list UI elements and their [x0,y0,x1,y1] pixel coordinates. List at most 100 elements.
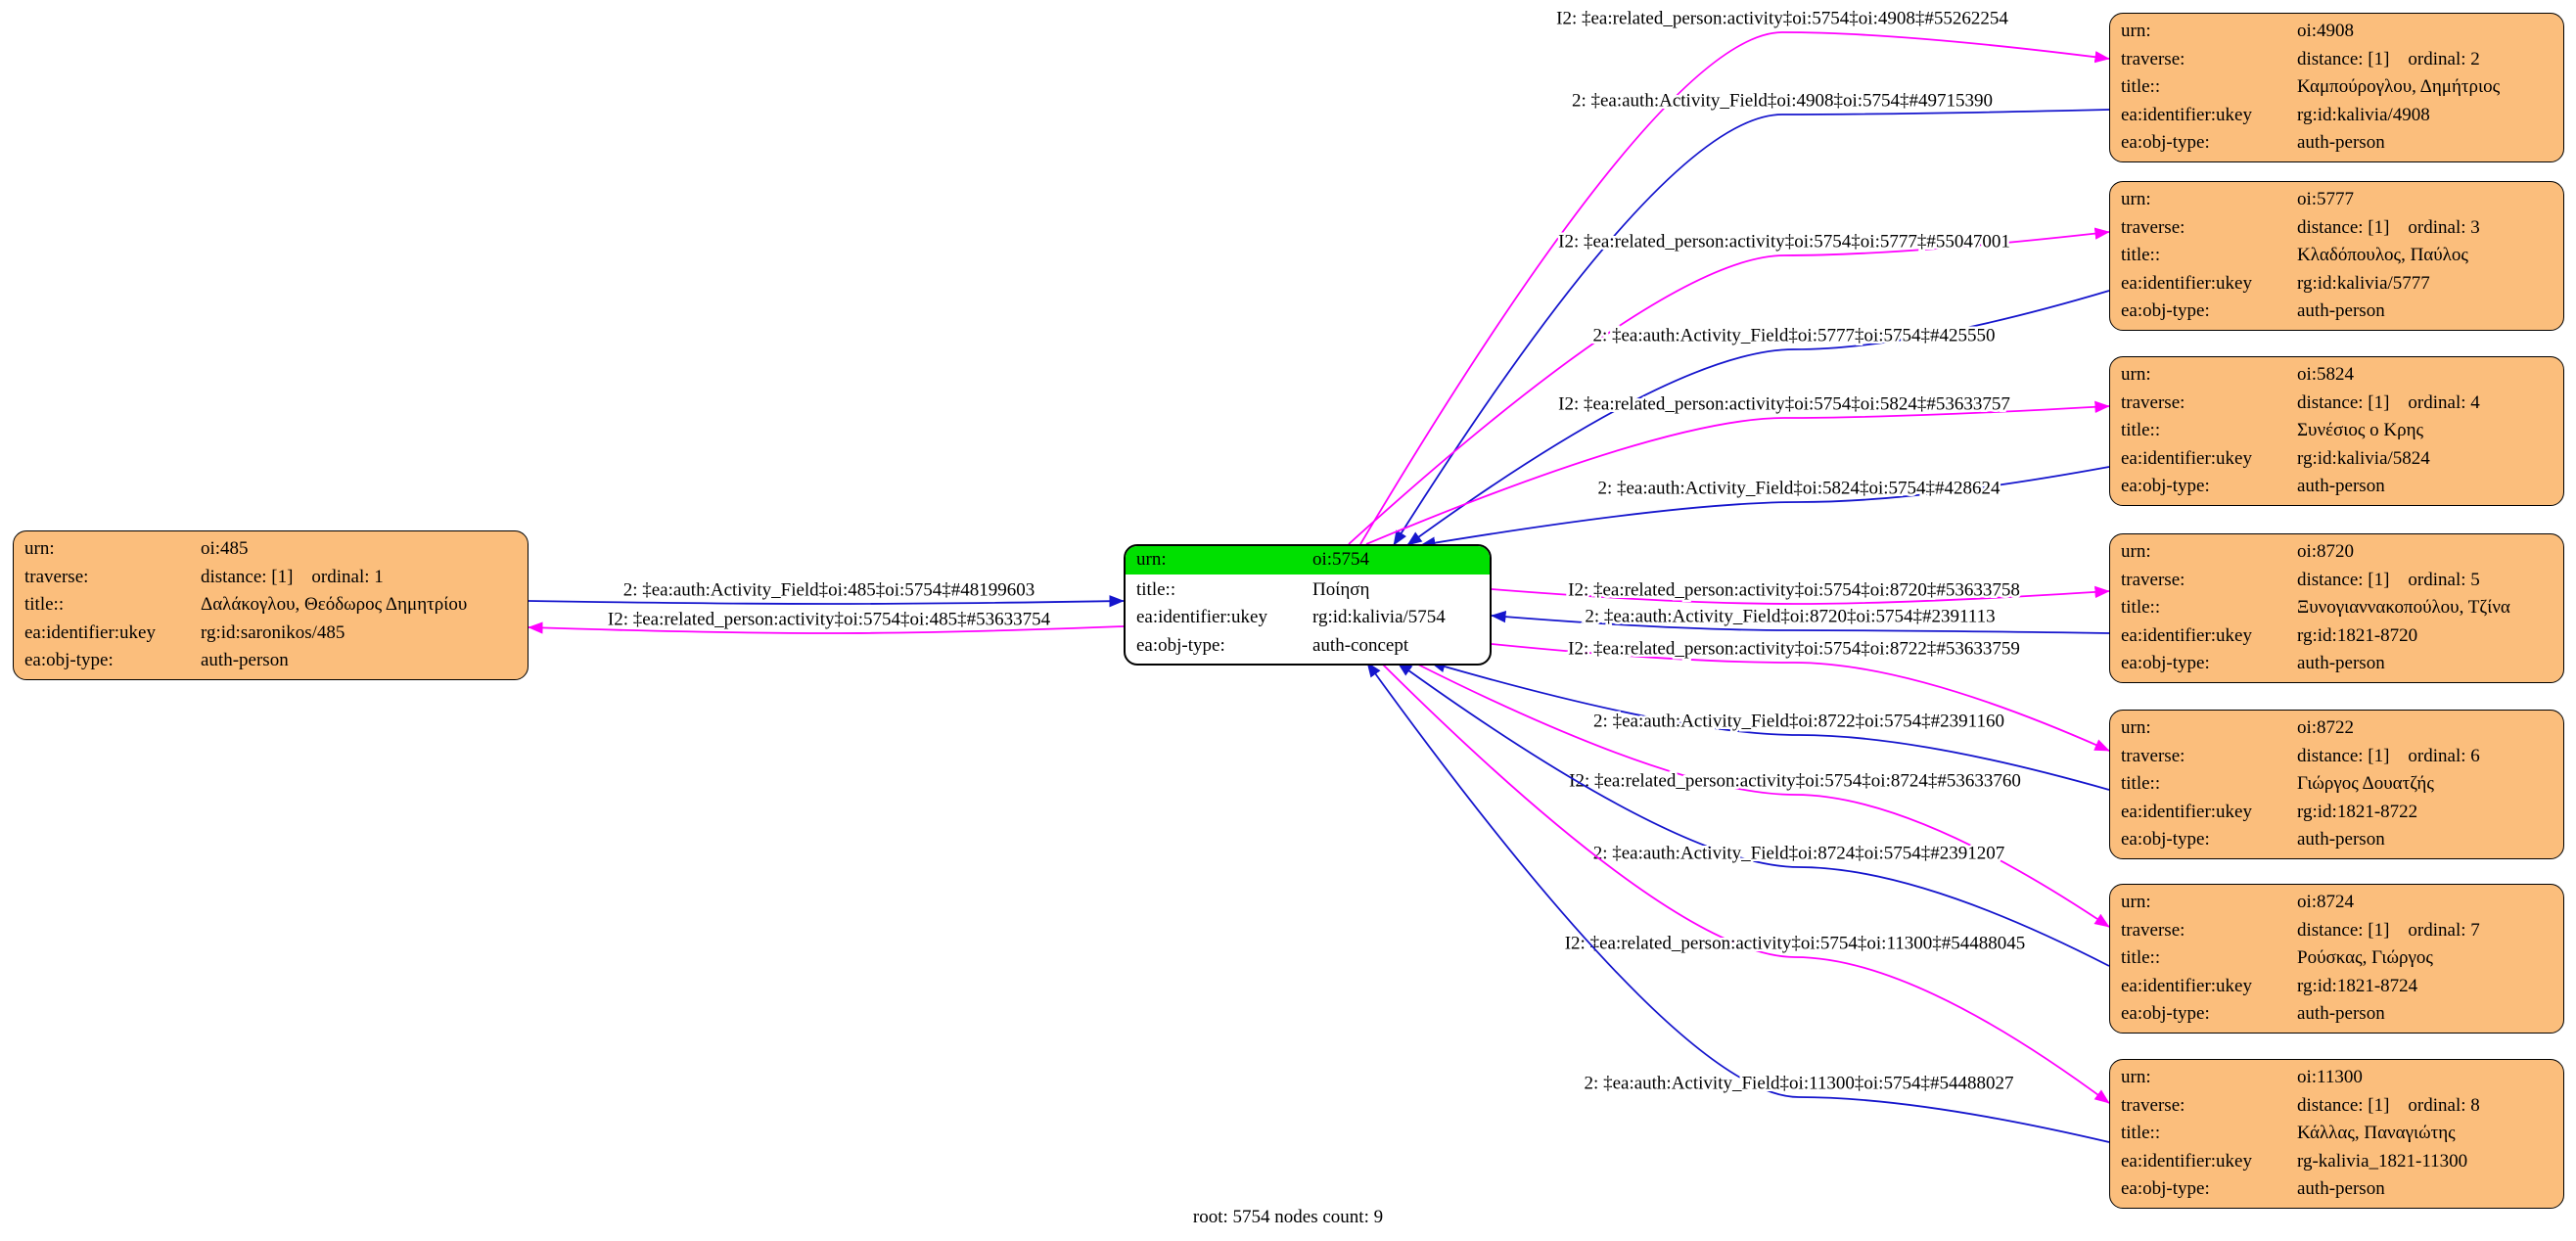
node-field-value: distance: [1] ordinal: 1 [201,566,384,587]
edge-label-act-485-5754: 2: ‡ea:auth:Activity_Field‡oi:485‡oi:575… [623,579,1035,600]
node-row: title::Ρούσκας, Γιώργος [2110,944,2563,973]
node-field-value: distance: [1] ordinal: 7 [2297,919,2480,941]
node-field-key: urn: [2121,1067,2151,1087]
edge-label-act-5824-5754: 2: ‡ea:auth:Activity_Field‡oi:5824‡oi:57… [1597,478,2001,498]
edge-label-rel-5754-8722: I2: ‡ea:related_person:activity‡oi:5754‡… [1568,638,2020,659]
edge-act-485-5754 [528,595,1125,608]
node-field-key: urn: [2121,892,2151,912]
graph-node-oi-8724[interactable]: urn: oi:8724 traverse: distance: [1] ordina… [2109,884,2564,1034]
node-field-key: traverse: [2121,216,2185,238]
node-row: urn:oi:11300 [2110,1064,2563,1092]
node-field-value: oi:5777 [2297,189,2355,209]
node-field-value: rg:id:kalivia/5754 [1312,607,1446,628]
node-field-value: Κλαδόπουλος, Παύλος [2297,245,2468,266]
node-field-key: urn: [2121,21,2151,41]
node-row: traverse: distance: [1] ordinal: 4 [2110,390,2563,418]
node-row: ea:obj-type:auth-person [14,647,528,675]
node-field-value: Γιώργος Δουατζής [2297,773,2434,795]
node-field-key: title:: [1136,578,1176,600]
node-row: urn:oi:5824 [2110,361,2563,390]
node-field-key: ea:obj-type: [2121,132,2210,154]
node-field-key: ea:obj-type: [2121,1003,2210,1025]
node-field-value: distance: [1] ordinal: 4 [2297,391,2480,413]
node-field-key: ea:obj-type: [2121,1178,2210,1200]
node-row: title::Κάλλας, Παναγιώτης [2110,1120,2563,1148]
node-field-key: ea:obj-type: [1136,634,1225,656]
edge-act-8720-5754 [1491,611,2110,634]
node-field-value: Δαλάκογλου, Θεόδωρος Δημητρίου [201,594,468,616]
node-field-value: distance: [1] ordinal: 2 [2297,48,2480,69]
node-field-key: title:: [2121,420,2161,441]
node-field-key: urn: [24,538,55,559]
node-field-key: ea:identifier:ukey [2121,801,2252,822]
node-field-key: traverse: [2121,919,2185,941]
node-field-value: oi:5754 [1312,549,1370,570]
node-field-value: Ρούσκας, Γιώργος [2297,947,2433,969]
node-row: urn: oi:5777 [2110,186,2563,214]
node-row: urn:oi:485 [14,535,528,564]
node-field-key: ea:identifier:ukey [24,621,156,643]
node-field-key: urn: [2121,541,2151,562]
node-row: traverse: distance: [1] ordinal: 7 [2110,917,2563,945]
node-field-key: traverse: [2121,391,2185,413]
node-field-value: Συνέσιος ο Κρης [2297,420,2424,441]
node-row: ea:obj-type:auth-person [2110,473,2563,501]
node-field-value: auth-person [2297,653,2385,674]
node-field-value: rg:id:1821-8720 [2297,624,2418,646]
node-field-value: rg:id:1821-8724 [2297,975,2418,996]
node-field-value: distance: [1] ordinal: 3 [2297,216,2480,238]
node-field-key: traverse: [2121,1094,2185,1116]
edge-rel-5754-4908 [1359,31,2110,545]
node-field-key: title:: [2121,76,2161,98]
node-row: title::Ξυνογιαννακοπούλου, Τζίνα [2110,594,2563,622]
node-row: urn:oi:8722 [2110,714,2563,743]
graph-node-oi-4908[interactable]: urn: oi:4908 traverse:distance: [1] ordina… [2109,13,2564,162]
node-row: traverse: distance: [1] ordinal: 1 [14,564,528,592]
node-field-value: oi:4908 [2297,21,2355,41]
graph-node-oi-5777[interactable]: urn: oi:5777 traverse: distance: [1] ordina… [2109,181,2564,331]
node-field-key: ea:identifier:ukey [2121,975,2252,996]
edge-label-rel-5754-485: I2: ‡ea:related_person:activity‡oi:5754‡… [608,609,1051,629]
node-field-key: title:: [2121,245,2161,266]
node-field-value: Ποίηση [1312,578,1370,600]
node-field-key: title:: [24,594,65,616]
edge-rel-5754-485 [528,621,1125,634]
node-row: title::Κλαδόπουλος, Παύλος [2110,242,2563,270]
node-field-key: ea:obj-type: [2121,829,2210,850]
node-field-key: urn: [2121,189,2151,209]
edge-rel-5754-11300 [1381,663,2110,1104]
node-field-key: traverse: [24,566,89,587]
edge-label-act-8724-5754: 2: ‡ea:auth:Activity_Field‡oi:8724‡oi:57… [1593,843,2005,863]
node-field-value: oi:8724 [2297,892,2355,912]
node-field-key: title:: [2121,947,2161,969]
node-field-key: ea:obj-type: [2121,476,2210,497]
graph-root-caption: root: 5754 nodes count: 9 [1192,1207,1384,1227]
node-field-value: auth-person [2297,132,2385,154]
node-field-key: ea:identifier:ukey [2121,447,2252,469]
edge-label-rel-5754-8720: I2: ‡ea:related_person:activity‡oi:5754‡… [1568,579,2020,600]
node-field-value: auth-person [2297,1178,2385,1200]
node-row: ea:obj-type: auth-person [2110,129,2563,158]
node-field-value: Ξυνογιαννακοπούλου, Τζίνα [2297,597,2510,619]
edge-act-4908-5754 [1393,109,2110,546]
node-row: traverse:distance: [1] ordinal: 8 [2110,1092,2563,1121]
node-row: urn: oi:8724 [2110,889,2563,917]
edge-label-act-11300-5754: 2: ‡ea:auth:Activity_Field‡oi:11300‡oi:5… [1585,1073,2014,1093]
node-field-value: rg:id:kalivia/4908 [2297,104,2430,125]
node-field-value: auth-person [201,650,289,671]
node-row: traverse:distance: [1] ordinal: 2 [2110,46,2563,74]
node-row: ea:obj-type:auth-person [2110,826,2563,854]
node-field-value: oi:8720 [2297,541,2355,562]
